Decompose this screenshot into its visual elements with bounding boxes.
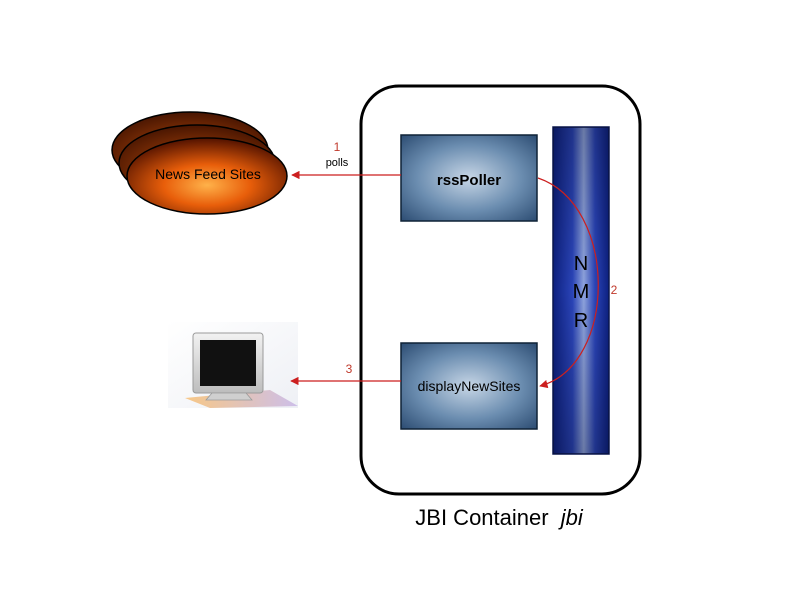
news-feed-sites: News Feed Sites bbox=[111, 111, 288, 215]
arrow-nmr-route: 2 bbox=[537, 177, 618, 389]
arrow-display-number: 3 bbox=[346, 362, 353, 376]
jbi-container-label: JBI Container bbox=[415, 505, 548, 530]
news-feed-ellipse-front bbox=[126, 137, 288, 215]
rss-poller-box bbox=[400, 134, 538, 222]
jbi-container-caption: JBI Container jbi bbox=[415, 505, 584, 530]
arrow-polls-number: 1 bbox=[334, 140, 341, 154]
display-new-sites-box bbox=[400, 342, 538, 430]
rss-poller-component: rssPoller bbox=[400, 134, 538, 222]
display-new-sites-label: displayNewSites bbox=[418, 378, 521, 394]
monitor-stand bbox=[205, 392, 253, 401]
jbi-container-label-italic: jbi bbox=[558, 505, 584, 530]
monitor-icon bbox=[168, 322, 298, 408]
nmr-letter-n: N bbox=[574, 253, 588, 275]
arrow-polls-label: polls bbox=[326, 157, 349, 169]
nmr-bar-shade bbox=[553, 127, 609, 454]
arrow-nmr-route-path bbox=[537, 177, 599, 389]
arrow-polls: 1 polls bbox=[291, 140, 401, 180]
news-feed-label: News Feed Sites bbox=[155, 166, 261, 182]
nmr-letter-r: R bbox=[574, 310, 588, 332]
nmr-component: N M R bbox=[552, 126, 610, 455]
arrow-nmr-route-number: 2 bbox=[611, 283, 618, 297]
nmr-letter-m: M bbox=[573, 281, 590, 303]
monitor-screen bbox=[200, 340, 256, 386]
arrow-display: 3 bbox=[290, 362, 401, 386]
rss-poller-label: rssPoller bbox=[437, 172, 501, 189]
display-new-sites-component: displayNewSites bbox=[400, 342, 538, 430]
